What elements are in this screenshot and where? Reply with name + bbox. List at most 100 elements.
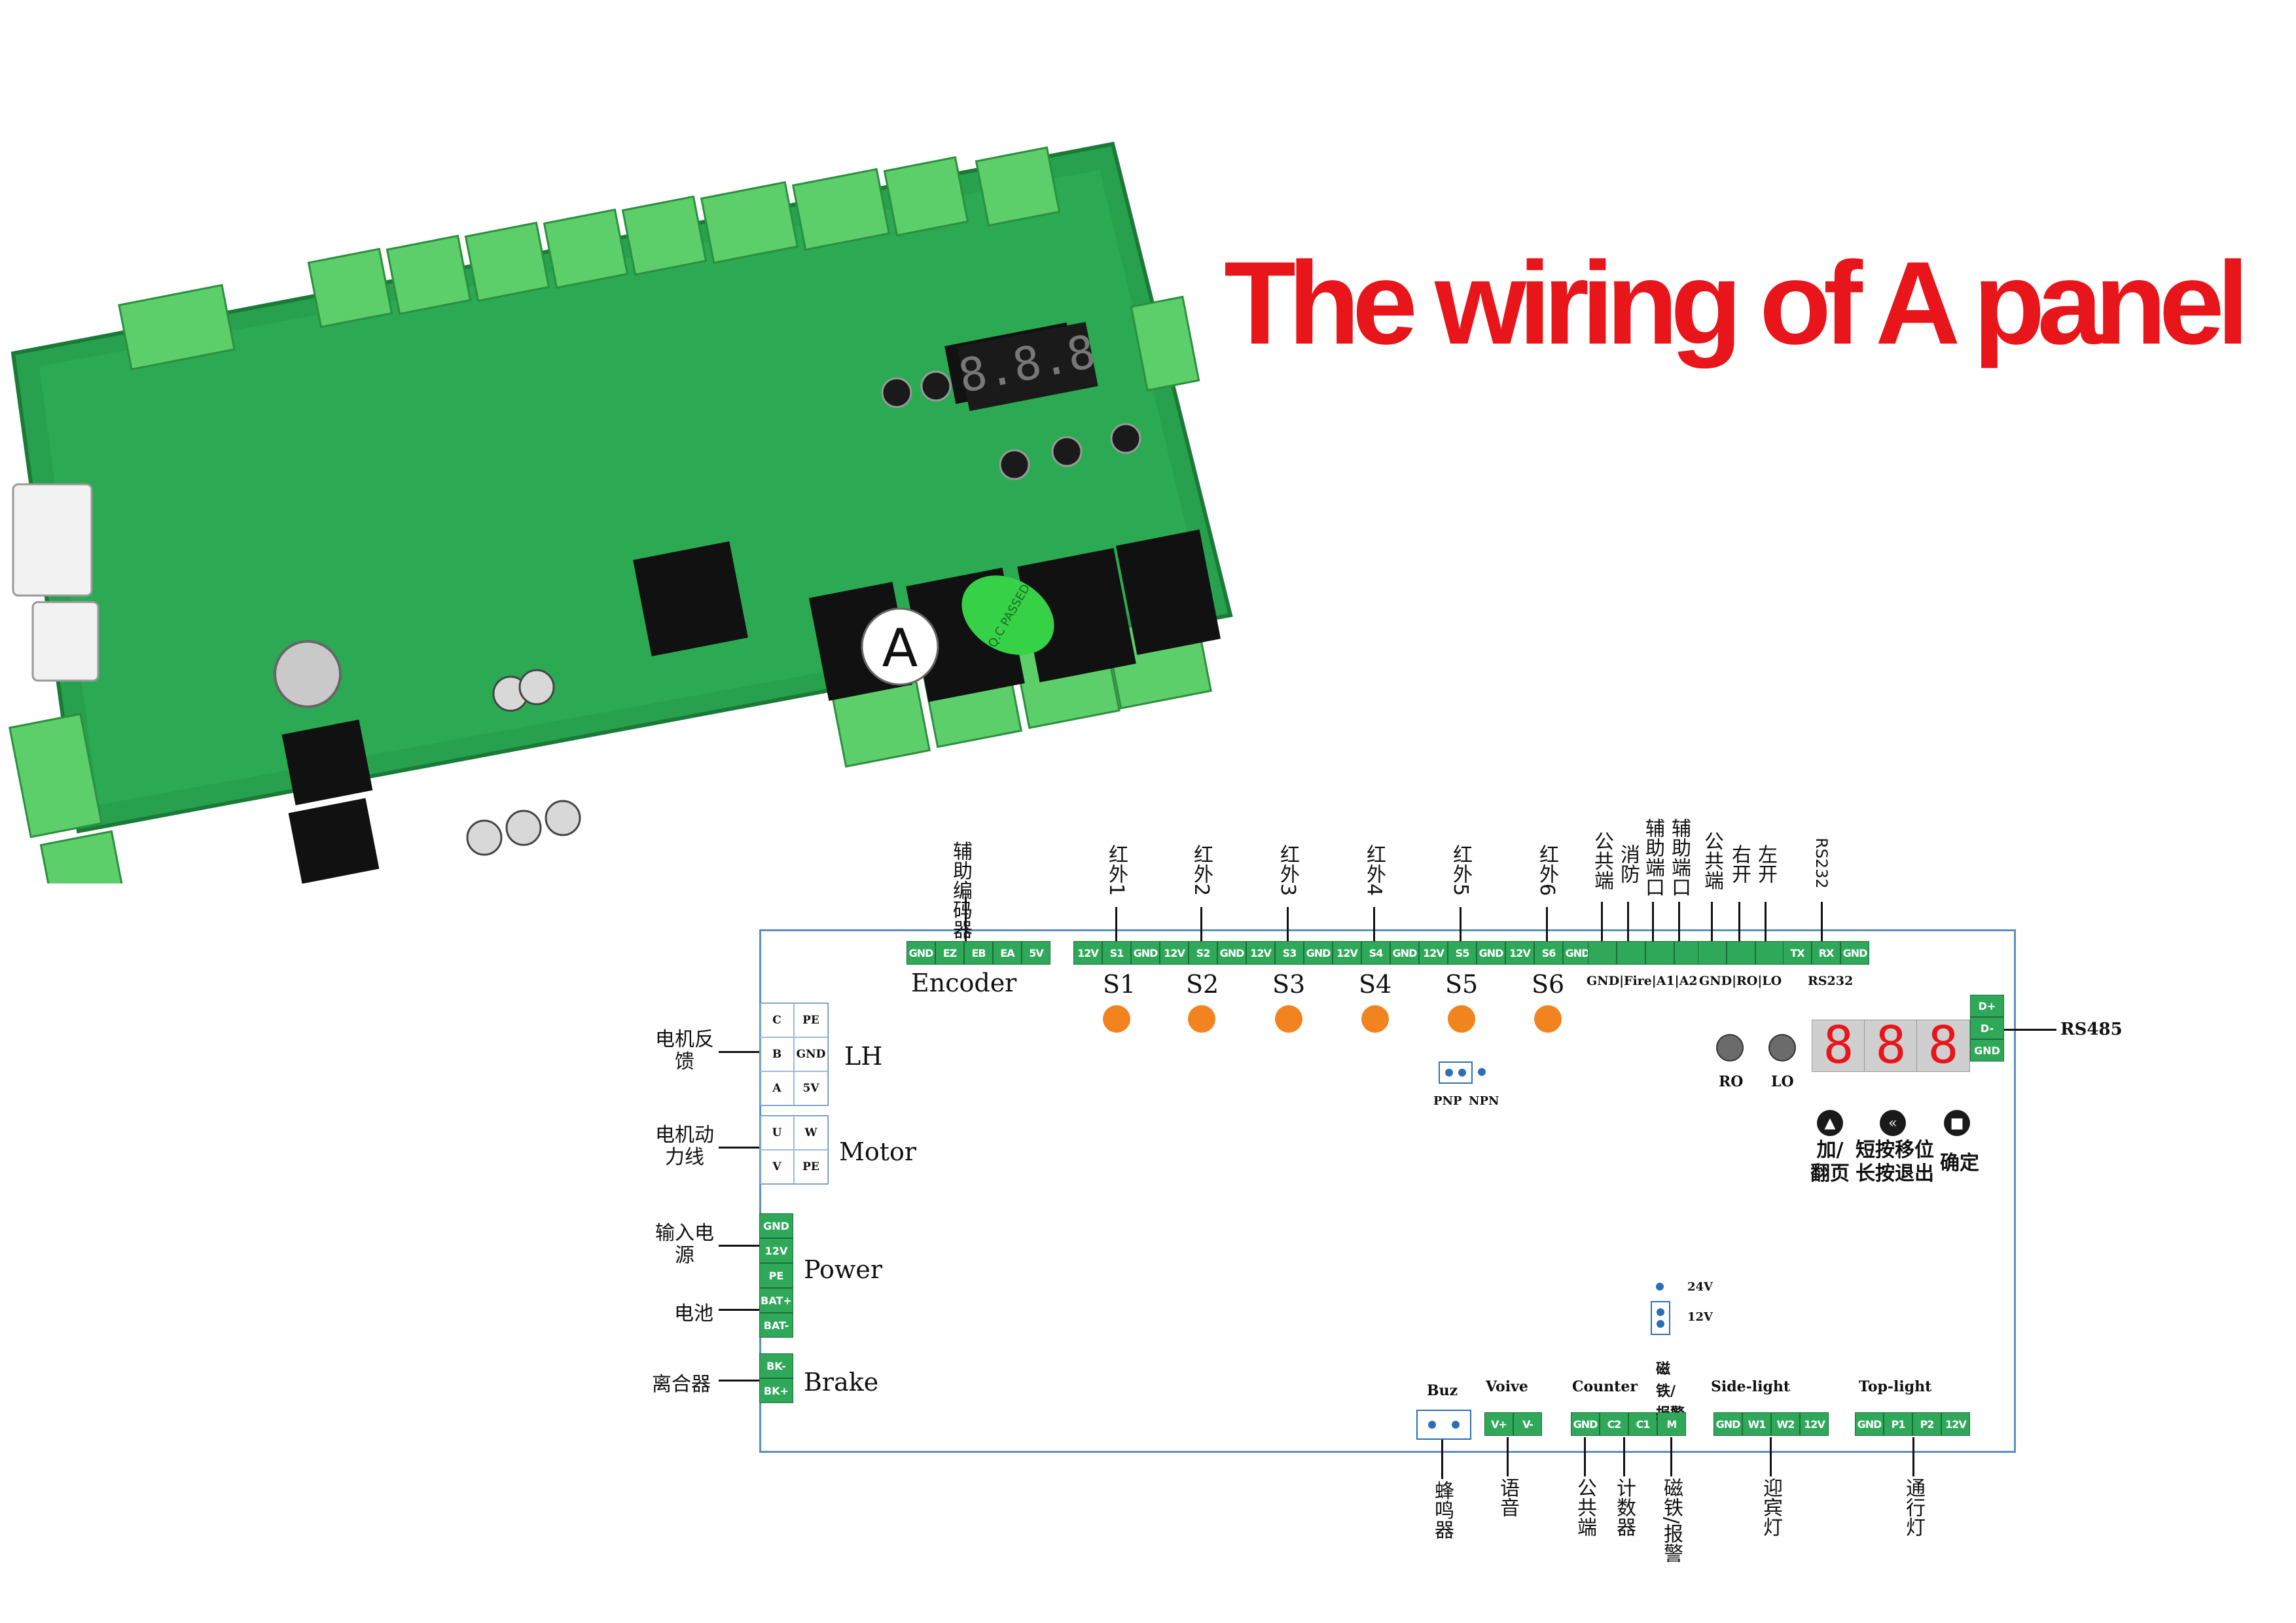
- open-pin: [1727, 941, 1755, 965]
- motor-cell: V: [760, 1150, 794, 1184]
- open-pin: [1755, 941, 1784, 965]
- encoder-cn-label: 辅助编码器: [949, 841, 972, 939]
- lh-cell: A: [760, 1071, 794, 1105]
- brake-terminal: BK- BK+: [759, 1353, 793, 1403]
- power-pin: GND: [759, 1213, 793, 1238]
- side-light-terminal: GND W1 W2 12V: [1713, 1412, 1829, 1436]
- rs232-terminal: TX RX GND: [1783, 941, 1869, 965]
- rs485-pin: D+: [1970, 995, 2004, 1017]
- sensor1-cn: 红外1: [1105, 844, 1128, 897]
- counter-pin: GND: [1571, 1412, 1600, 1436]
- ro-label: RO: [1719, 1073, 1744, 1090]
- sensor3-indicator: [1275, 1005, 1302, 1033]
- sensor6-terminal: 12V S6 GND: [1505, 941, 1592, 965]
- power-terminal: GND 12V PE BAT+ BAT-: [759, 1213, 793, 1338]
- encoder-pin: EZ: [935, 941, 964, 965]
- fire-sub-label: GND|Fire|A1|A2: [1587, 974, 1698, 988]
- fire-cn-fire: 消防: [1617, 844, 1640, 883]
- side-light-pin: 12V: [1800, 1412, 1829, 1436]
- sensor-pin: 12V: [1246, 941, 1275, 965]
- magnet-cn: 磁铁/报警: [1660, 1478, 1683, 1563]
- shift-button[interactable]: «: [1880, 1110, 1906, 1136]
- sensor4-cn: 红外4: [1363, 844, 1386, 897]
- rs232-sub-label: RS232: [1808, 974, 1854, 988]
- pnp-npn-jumper[interactable]: [1439, 1061, 1473, 1084]
- lh-cell: C: [760, 1003, 794, 1037]
- motor-connector: U W V PE: [759, 1115, 829, 1185]
- encoder-pin: EA: [993, 941, 1022, 965]
- rs485-terminal: D+ D- GND: [1970, 995, 2004, 1061]
- top-light-terminal: GND P1 P2 12V: [1855, 1412, 1970, 1436]
- sensor-pin: S4: [1361, 941, 1390, 965]
- side-light-pin: W2: [1771, 1412, 1800, 1436]
- fire-cn-common: 公共端: [1590, 831, 1613, 890]
- sensor5-indicator: [1448, 1005, 1475, 1033]
- lh-cell: PE: [794, 1003, 828, 1037]
- sensor1-terminal: 12V S1 GND: [1073, 941, 1160, 965]
- sensor5-terminal: 12V S5 GND: [1419, 941, 1505, 965]
- power-pin: 12V: [759, 1238, 793, 1263]
- shift-button-label: 短按移位 长按退出: [1856, 1139, 1934, 1185]
- sensor4-indicator: [1361, 1005, 1389, 1033]
- fire-pin: [1617, 941, 1645, 965]
- brake-cn: 离合器: [652, 1373, 711, 1396]
- pcb-photo: A Q.C PASSED 8.8.8: [9, 141, 1233, 883]
- sensor-pin: GND: [1390, 941, 1419, 965]
- ok-button-label: 确定: [1940, 1152, 1979, 1175]
- up-button[interactable]: ▲: [1817, 1110, 1843, 1136]
- voltage-pin-24v: [1656, 1283, 1664, 1291]
- fire-pin: [1645, 941, 1674, 965]
- ro-led: [1716, 1034, 1744, 1061]
- sensor3-cn: 红外3: [1276, 844, 1299, 897]
- sensor3-label: S3: [1272, 970, 1306, 999]
- open-pin: [1698, 941, 1727, 965]
- brake-label: Brake: [804, 1368, 879, 1397]
- pnp-label: PNP: [1433, 1094, 1462, 1108]
- lh-cell: GND: [794, 1037, 828, 1071]
- lo-label: LO: [1771, 1073, 1794, 1090]
- sensor5-cn: 红外5: [1449, 844, 1472, 897]
- rs485-pin: D-: [1970, 1017, 2004, 1039]
- rs232-cn: RS232: [1812, 838, 1831, 889]
- lh-connector: C PE B GND A 5V: [759, 1003, 829, 1106]
- lh-label: LH: [844, 1042, 883, 1071]
- side-light-label: Side-light: [1711, 1378, 1791, 1395]
- power-pin: PE: [759, 1263, 793, 1288]
- counter-label: Counter: [1572, 1378, 1638, 1395]
- encoder-pin: 5V: [1022, 941, 1050, 965]
- top-light-label: Top-light: [1859, 1378, 1932, 1395]
- sensor5-label: S5: [1445, 970, 1479, 999]
- top-light-cn: 通行灯: [1902, 1478, 1925, 1537]
- lh-cell: 5V: [794, 1071, 828, 1105]
- encoder-label: Encoder: [911, 969, 1017, 997]
- counter-pin: C1: [1628, 1412, 1657, 1436]
- ok-button[interactable]: ■: [1944, 1110, 1970, 1136]
- sensor-pin: 12V: [1073, 941, 1102, 965]
- voice-pin: V+: [1484, 1412, 1513, 1436]
- lo-led: [1768, 1034, 1796, 1061]
- sensor2-label: S2: [1186, 970, 1219, 999]
- motor-label: Motor: [839, 1137, 917, 1166]
- magnet-pin: M: [1657, 1412, 1686, 1436]
- voice-terminal: V+ V-: [1484, 1412, 1542, 1436]
- sensor6-cn: 红外6: [1535, 844, 1558, 897]
- power-label: Power: [804, 1255, 883, 1284]
- motor-cn: 电机动力线: [655, 1124, 714, 1169]
- sensor-pin: 12V: [1419, 941, 1448, 965]
- sensor4-label: S4: [1359, 970, 1392, 999]
- control-board-outline: [759, 929, 2016, 1453]
- rs485-pin: GND: [1970, 1039, 2004, 1061]
- brake-pin: BK+: [759, 1378, 793, 1403]
- sensor-pin: 12V: [1333, 941, 1361, 965]
- sensor3-terminal: 12V S3 GND: [1246, 941, 1333, 965]
- top-light-pin: P1: [1884, 1412, 1912, 1436]
- side-light-pin: GND: [1713, 1412, 1742, 1436]
- display-digit: 8: [1864, 1016, 1918, 1075]
- sensor-pin: S2: [1189, 941, 1217, 965]
- 24v-label: 24V: [1687, 1280, 1713, 1294]
- voice-cn: 语音: [1496, 1478, 1519, 1517]
- voltage-jumper[interactable]: [1651, 1301, 1670, 1335]
- battery-cn: 电池: [674, 1302, 713, 1325]
- encoder-pin: GND: [906, 941, 935, 965]
- sensor-pin: S3: [1275, 941, 1304, 965]
